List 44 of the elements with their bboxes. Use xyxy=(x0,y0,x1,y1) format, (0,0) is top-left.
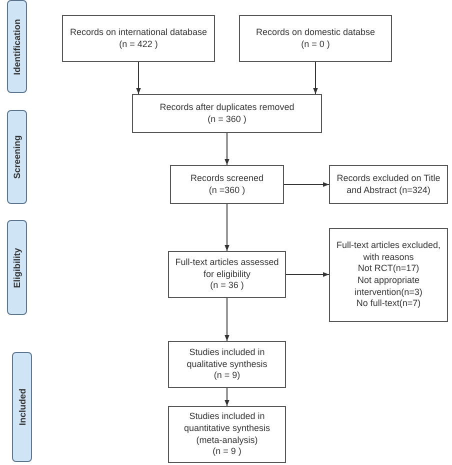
box-text: Records screened xyxy=(190,172,264,184)
box-text: Studies included in quantitative synthesis (meta-analysis) xyxy=(182,411,272,446)
phase-label xyxy=(7,0,27,93)
arrow xyxy=(284,182,330,187)
box-text: Records on domestic databse xyxy=(256,26,376,38)
box-text: Not appropriate intervention(n=3) xyxy=(354,275,424,298)
box-text: Studies included in qualitative synthesis xyxy=(186,346,268,370)
box-text: (n = 36 ) xyxy=(210,280,244,292)
process-box xyxy=(170,165,284,204)
box-text: (n = 9) xyxy=(214,370,240,382)
box-text: Records on international database xyxy=(70,26,208,38)
box-text: Full-text articles assessed for eligibility xyxy=(174,256,280,280)
arrow xyxy=(224,132,230,166)
box-text: (n =360 ) xyxy=(208,184,246,196)
phase-label xyxy=(12,352,32,462)
arrow xyxy=(224,298,230,342)
phase-label xyxy=(7,220,27,315)
box-text: Not RCT(n=17) xyxy=(358,263,420,275)
box-text: No full-text(n=7) xyxy=(356,298,421,310)
arrow xyxy=(224,204,230,252)
box-text: (n = 9 ) xyxy=(212,446,242,458)
phase-title: Included xyxy=(17,388,27,426)
phase-label xyxy=(7,110,27,204)
process-box xyxy=(168,406,286,463)
phase-title: Screening xyxy=(12,135,22,179)
box-text: Full-text articles excluded, with reasons xyxy=(335,240,442,264)
box-text: (n = 422 ) xyxy=(119,38,158,50)
box-text: (n = 360 ) xyxy=(208,114,246,126)
process-box xyxy=(168,251,286,298)
process-box xyxy=(329,165,448,204)
process-box xyxy=(239,15,392,62)
box-text: (n = 0 ) xyxy=(301,38,330,50)
process-box xyxy=(329,228,448,322)
box-text: Records after duplicates removed xyxy=(160,102,294,114)
process-box xyxy=(62,15,215,62)
phase-title: Identification xyxy=(12,18,22,74)
process-box xyxy=(168,341,286,388)
process-box xyxy=(132,94,322,133)
phase-title: Eligibility xyxy=(12,248,22,288)
arrow xyxy=(224,388,230,406)
box-text: Records excluded on Title and Abstract (n=324) xyxy=(336,172,442,196)
arrow xyxy=(136,62,141,94)
arrow xyxy=(286,272,330,277)
arrow xyxy=(313,62,318,94)
